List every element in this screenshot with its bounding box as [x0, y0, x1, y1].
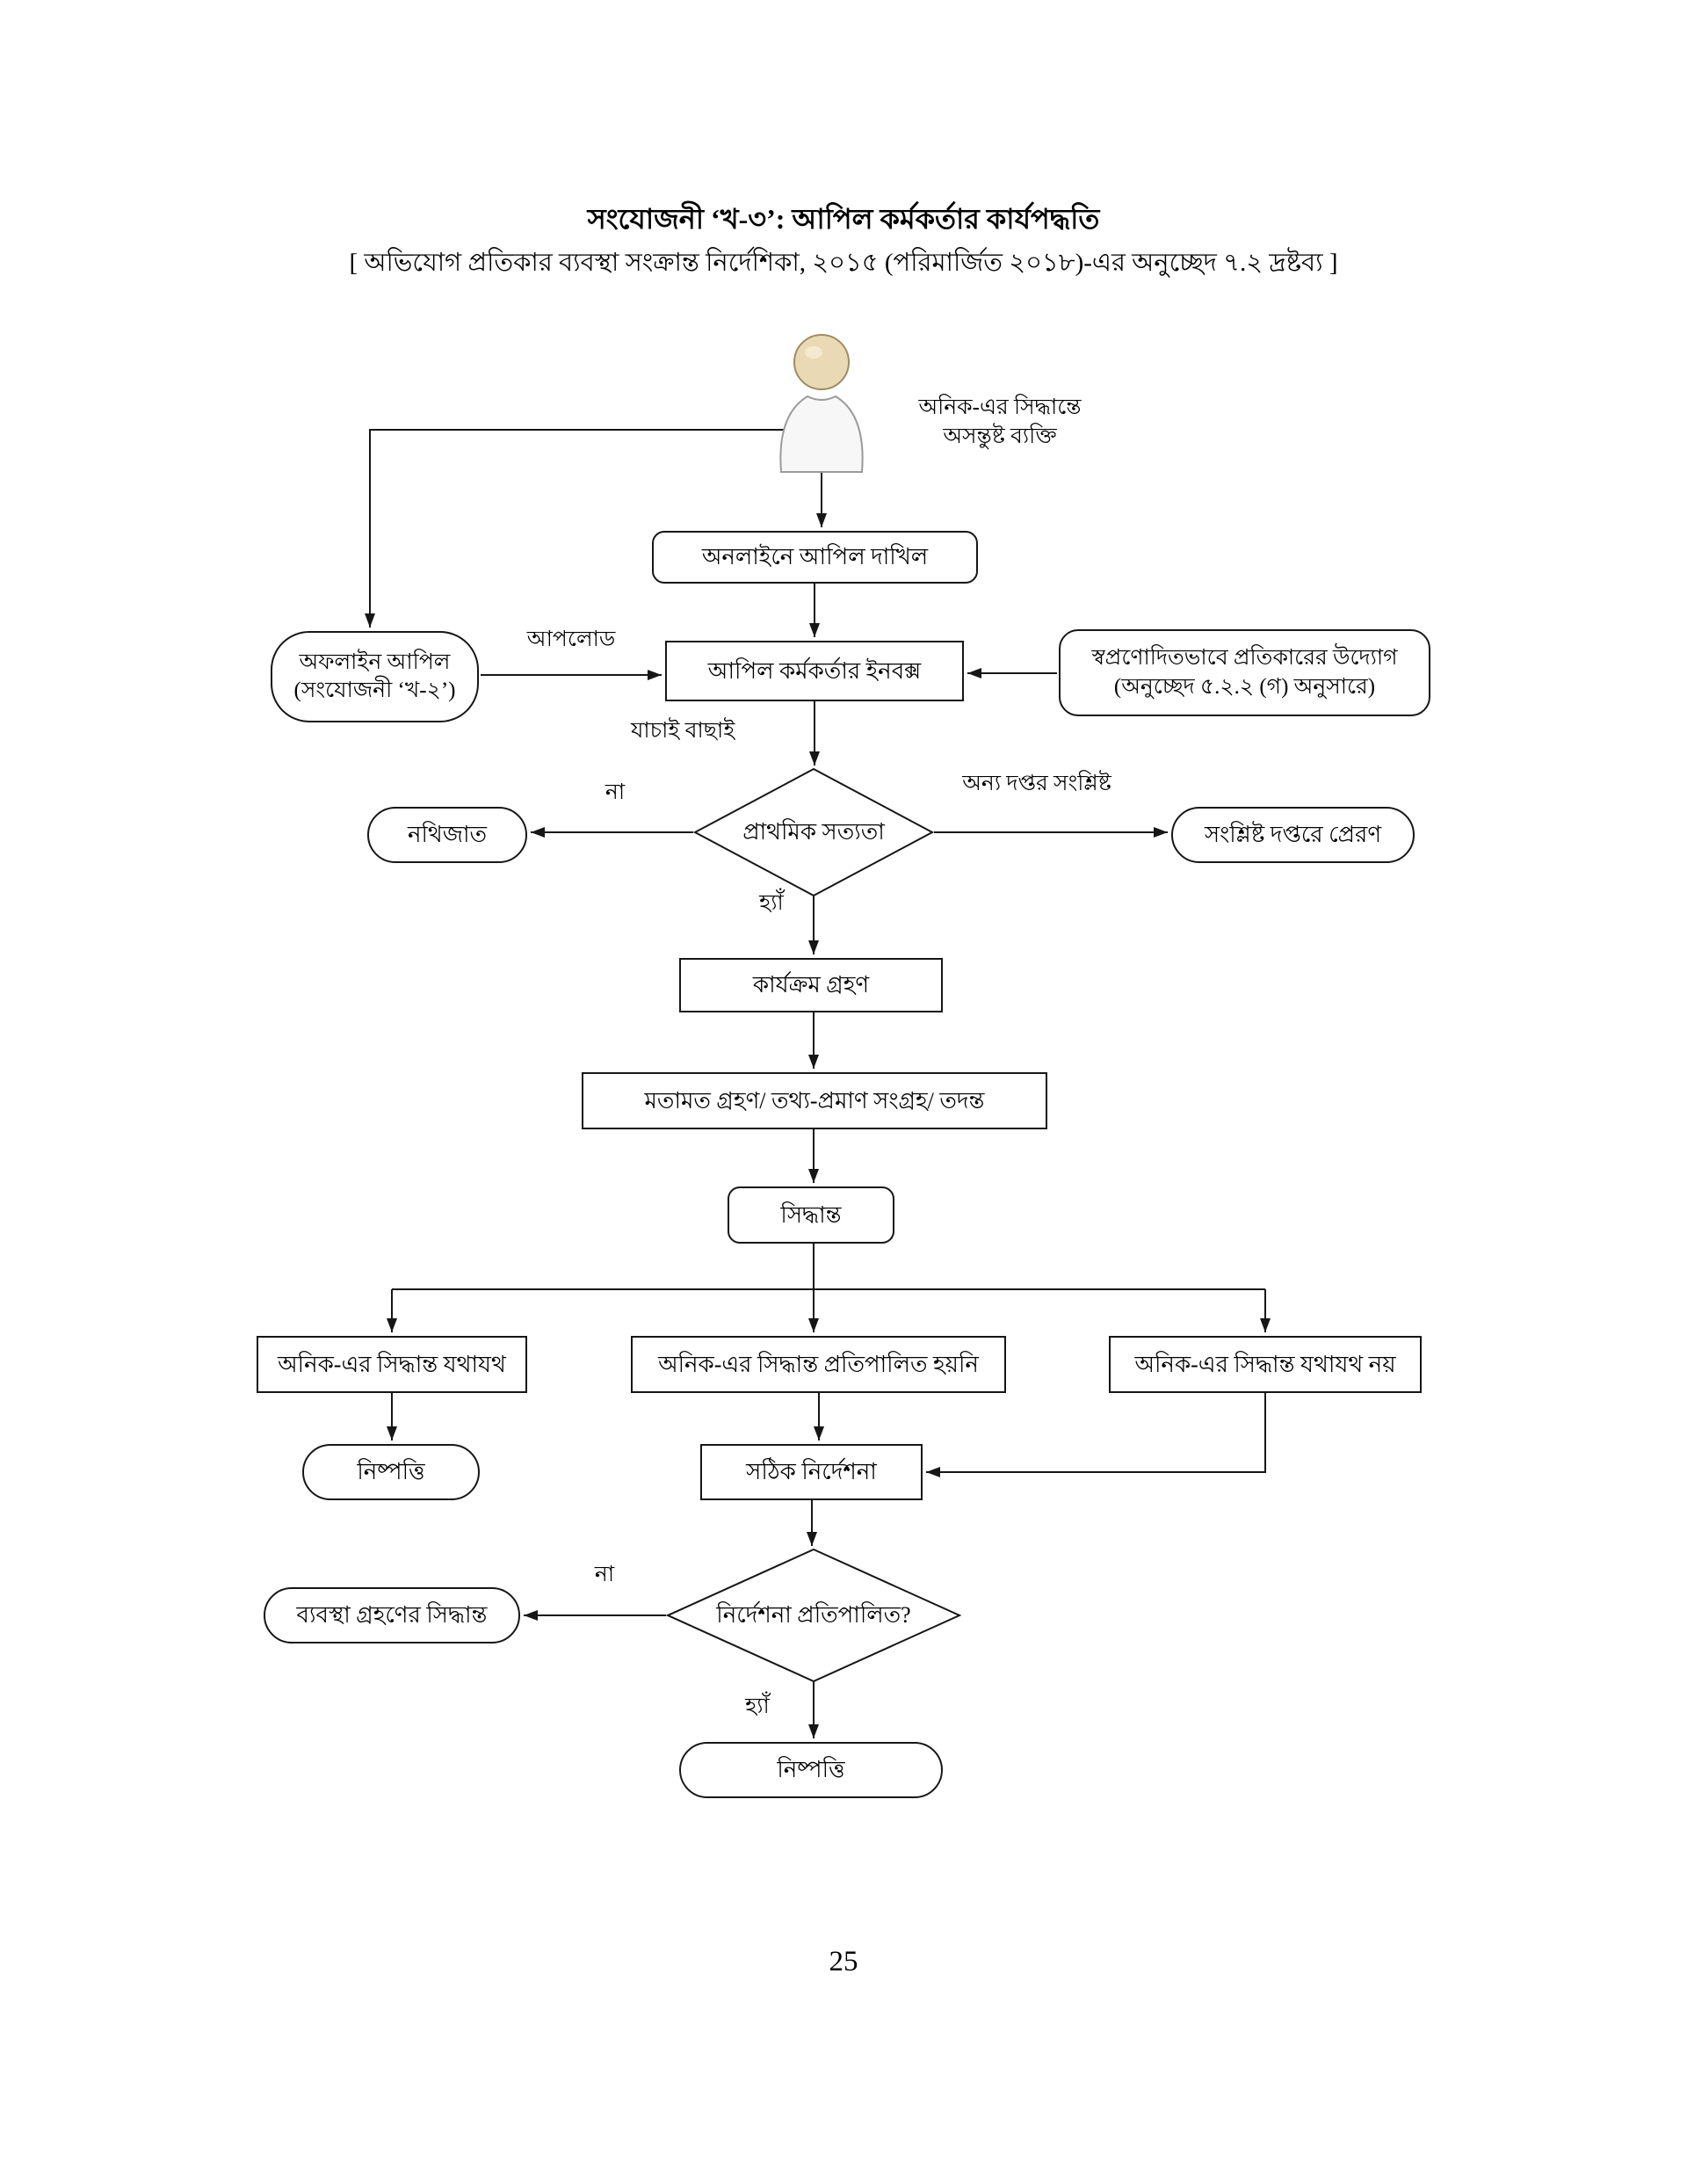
diamond-primary-verification-label: প্রাথমিক সত্যতা [742, 818, 885, 845]
page-title: সংযোজনী ‘খ-৩’: আপিল কর্মকর্তার কার্যপদ্ধ… [587, 203, 1100, 235]
node-offline-appeal: অফলাইন আপিল (সংযোজনী ‘খ-২’) [271, 631, 479, 722]
node-settlement-1: নিষ্পত্তি [302, 1444, 480, 1500]
edge-label-yes-1: হ্যাঁ [759, 891, 784, 915]
node-decision: সিদ্ধান্ত [728, 1186, 894, 1244]
node-take-action: কার্যক্রম গ্রহণ [679, 958, 943, 1012]
actor-caption: অনিক-এর সিদ্ধান্তে অসন্তুষ্ট ব্যক্তি [918, 395, 1082, 448]
page-subtitle: [ অভিযোগ প্রতিকার ব্যবস্থা সংক্রান্ত নির… [349, 249, 1338, 277]
edge-label-no-1: না [605, 780, 626, 804]
node-evidence: মতামত গ্রহণ/ তথ্য-প্রমাণ সংগ্রহ/ তদন্ত [582, 1072, 1047, 1129]
node-decision-not-proper: অনিক-এর সিদ্ধান্ত যথাযথ নয় [1109, 1336, 1422, 1393]
edge-label-yes-2: হ্যাঁ [745, 1694, 770, 1718]
node-decision-proper: অনিক-এর সিদ্ধান্ত যথাযথ [257, 1336, 527, 1393]
node-decision-not-complied: অনিক-এর সিদ্ধান্ত প্রতিপালিত হয়নি [631, 1336, 1006, 1393]
node-correct-instruction: সঠিক নির্দেশনা [700, 1444, 923, 1500]
node-suo-moto: স্বপ্রণোদিতভাবে প্রতিকারের উদ্যোগ (অনুচ্… [1059, 629, 1430, 716]
node-appeal-inbox: আপিল কর্মকর্তার ইনবক্স [665, 641, 964, 701]
node-action-decision: ব্যবস্থা গ্রহণের সিদ্ধান্ত [264, 1587, 520, 1643]
edge-label-other-office: অন্য দপ্তর সংশ্লিষ্ট [962, 772, 1111, 795]
node-filed: নথিজাত [367, 807, 527, 863]
node-online-appeal: অনলাইনে আপিল দাখিল [652, 531, 978, 584]
diamond-instruction-complied-label: নির্দেশনা প্রতিপালিত? [716, 1601, 911, 1628]
page-number: 25 [829, 1946, 858, 1977]
node-settlement-2: নিষ্পত্তি [679, 1742, 943, 1798]
edge-label-verify: যাচাই বাছাই [631, 719, 735, 743]
node-forward-office: সংশ্লিষ্ট দপ্তরে প্রেরণ [1171, 807, 1415, 863]
edge-label-upload: আপলোড [526, 628, 616, 651]
edge-label-no-2: না [594, 1563, 615, 1586]
person-icon [779, 334, 864, 473]
